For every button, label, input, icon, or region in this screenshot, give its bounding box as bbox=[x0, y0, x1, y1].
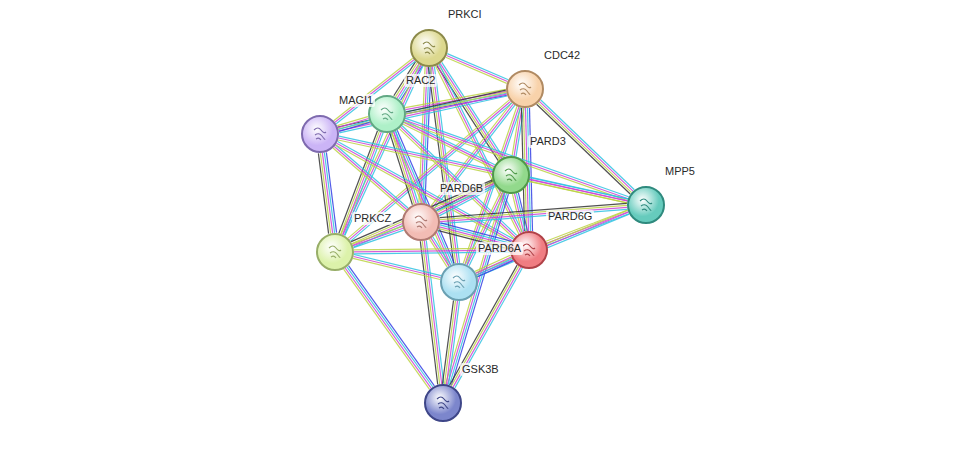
structure-glyph bbox=[325, 242, 345, 262]
evidence-line bbox=[440, 207, 627, 221]
interaction-edge bbox=[475, 255, 513, 277]
structure-glyph bbox=[501, 165, 521, 185]
protein-node: GSK3B bbox=[424, 384, 462, 422]
structure-glyph bbox=[411, 212, 431, 232]
interaction-edge bbox=[443, 300, 460, 384]
protein-label: MPP5 bbox=[663, 165, 697, 178]
evidence-line bbox=[339, 138, 628, 201]
evidence-line bbox=[338, 119, 369, 128]
structure-glyph bbox=[419, 38, 439, 58]
evidence-line bbox=[447, 54, 508, 80]
protein-node: PARD6B bbox=[402, 203, 440, 241]
evidence-line bbox=[476, 257, 511, 273]
structure-glyph bbox=[515, 79, 535, 99]
evidence-line bbox=[354, 255, 441, 276]
protein-node: PRKCZ bbox=[316, 233, 354, 271]
evidence-line bbox=[337, 117, 368, 126]
evidence-line bbox=[477, 259, 512, 275]
evidence-line bbox=[339, 136, 628, 199]
evidence-line bbox=[437, 66, 498, 161]
evidence-line bbox=[478, 261, 514, 277]
interaction-edge bbox=[476, 210, 629, 276]
interaction-edge bbox=[446, 54, 509, 84]
evidence-line bbox=[546, 210, 628, 241]
interaction-edge bbox=[337, 117, 369, 132]
protein-label: CDC42 bbox=[542, 49, 582, 62]
evidence-line bbox=[353, 258, 440, 279]
protein-node: MAGI1 bbox=[301, 115, 339, 153]
interaction-edge bbox=[420, 241, 443, 385]
evidence-line bbox=[318, 153, 328, 233]
interaction-edge bbox=[352, 226, 403, 247]
protein-label: RAC2 bbox=[404, 74, 437, 87]
evidence-line bbox=[475, 255, 511, 271]
evidence-line bbox=[424, 241, 441, 384]
structure-glyph bbox=[636, 195, 656, 215]
interaction-edge bbox=[344, 266, 435, 390]
evidence-line bbox=[431, 238, 449, 266]
evidence-line bbox=[349, 266, 435, 386]
evidence-line bbox=[422, 241, 439, 384]
protein-label: PRKCI bbox=[446, 8, 484, 21]
evidence-line bbox=[354, 230, 404, 248]
evidence-line bbox=[345, 268, 431, 388]
evidence-line bbox=[395, 131, 452, 264]
interaction-edge bbox=[333, 145, 408, 211]
protein-node: MPP5 bbox=[627, 186, 665, 224]
evidence-line bbox=[529, 181, 627, 203]
evidence-line bbox=[447, 56, 508, 82]
evidence-line bbox=[530, 177, 628, 199]
interaction-edge bbox=[529, 177, 628, 203]
interaction-edge bbox=[338, 136, 628, 203]
interaction-edge bbox=[450, 265, 523, 388]
evidence-line bbox=[352, 182, 493, 244]
evidence-line bbox=[476, 210, 628, 273]
evidence-line bbox=[451, 266, 518, 386]
structure-glyph bbox=[310, 124, 330, 144]
evidence-line bbox=[344, 269, 430, 389]
evidence-line bbox=[445, 301, 456, 384]
interaction-edge bbox=[430, 237, 451, 267]
protein-label: MAGI1 bbox=[337, 94, 375, 107]
protein-label: PARD6G bbox=[546, 210, 594, 223]
protein-node: PARD6A bbox=[440, 263, 478, 301]
evidence-line bbox=[339, 120, 370, 129]
evidence-line bbox=[440, 205, 627, 219]
evidence-line bbox=[354, 257, 441, 278]
interaction-edge bbox=[336, 142, 514, 243]
evidence-line bbox=[420, 241, 437, 384]
interaction-edge bbox=[318, 152, 336, 233]
protein-label: PARD6B bbox=[438, 182, 485, 195]
evidence-line bbox=[338, 90, 506, 127]
evidence-line bbox=[443, 300, 454, 383]
evidence-line bbox=[347, 267, 433, 387]
evidence-line bbox=[450, 265, 517, 385]
interaction-edge bbox=[353, 255, 441, 280]
protein-node: CDC42 bbox=[506, 70, 544, 108]
evidence-line bbox=[353, 228, 403, 245]
evidence-line bbox=[338, 140, 627, 203]
evidence-line bbox=[320, 153, 330, 233]
evidence-line bbox=[333, 148, 405, 211]
evidence-line bbox=[440, 203, 627, 217]
evidence-line bbox=[352, 226, 402, 244]
protein-label: PRKCZ bbox=[352, 212, 393, 225]
protein-label: PARD6A bbox=[476, 242, 523, 255]
structure-glyph bbox=[377, 104, 397, 124]
protein-label: PARD3 bbox=[528, 135, 568, 148]
evidence-line bbox=[530, 179, 628, 201]
structure-glyph bbox=[433, 393, 453, 413]
evidence-line bbox=[446, 57, 507, 83]
protein-node: PRKCI bbox=[410, 29, 448, 67]
protein-node: PARD3 bbox=[492, 156, 530, 194]
structure-glyph bbox=[449, 272, 469, 292]
protein-label: GSK3B bbox=[460, 363, 501, 376]
